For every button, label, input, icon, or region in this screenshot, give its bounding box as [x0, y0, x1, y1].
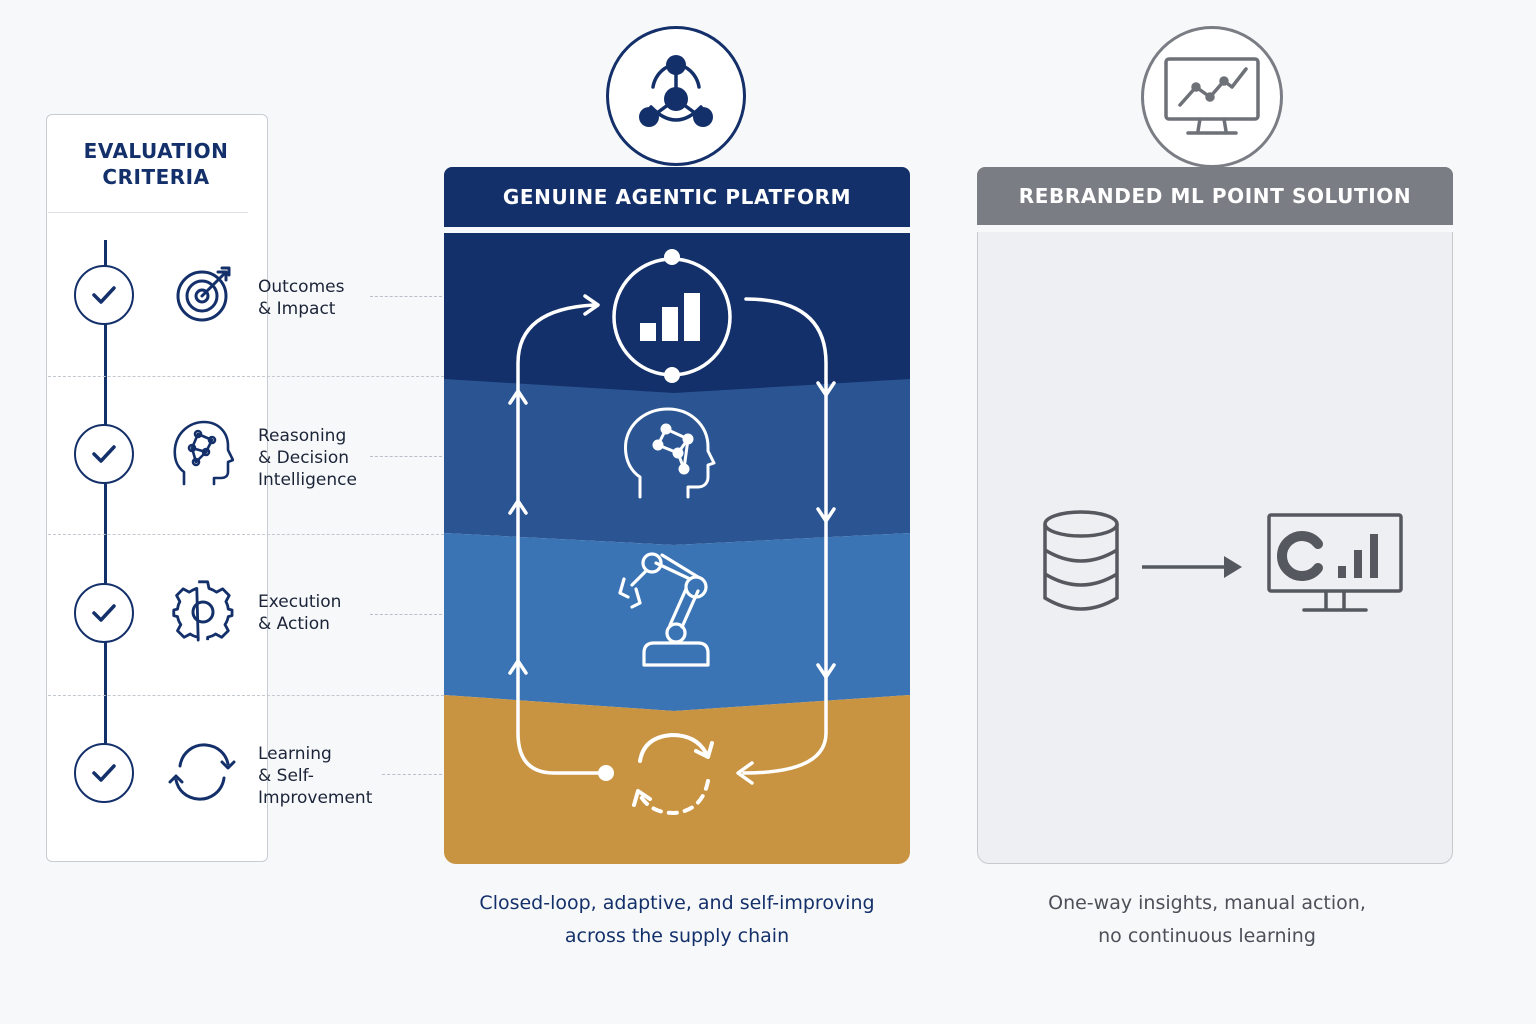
- gear-icon: [170, 579, 234, 643]
- leader-line: [370, 614, 442, 615]
- criteria-panel: [46, 114, 268, 862]
- check-icon: [74, 583, 134, 643]
- row-divider: [48, 534, 444, 535]
- monitor-line-chart-icon: [1141, 26, 1283, 168]
- cycle-icon: [632, 733, 714, 815]
- agent-network-icon: [606, 26, 746, 166]
- execution-layer: [444, 533, 910, 711]
- timeline-line: [104, 240, 107, 770]
- criteria-label-execution: Execution & Action: [258, 592, 342, 634]
- check-icon: [74, 265, 134, 325]
- loop-arrow-up: [516, 303, 608, 775]
- robot-arm-icon: [618, 552, 710, 667]
- dashboard-monitor-icon: [1266, 512, 1404, 620]
- criteria-label-outcomes: Outcomes & Impact: [258, 277, 345, 319]
- outcomes-layer: [444, 233, 910, 379]
- check-icon: [74, 424, 134, 484]
- leader-line: [382, 774, 442, 775]
- loop-arrow-down: [742, 297, 828, 775]
- row-divider: [48, 695, 444, 696]
- criteria-label-reasoning: Reasoning & Decision Intelligence: [258, 426, 357, 490]
- ml-solution-header: REBRANDED ML POINT SOLUTION: [977, 167, 1453, 225]
- check-icon: [74, 743, 134, 803]
- bar-chart-icon: [612, 249, 732, 383]
- database-icon: [1040, 508, 1122, 618]
- target-icon: [172, 262, 236, 326]
- refresh-cycle-icon: [168, 740, 236, 804]
- reasoning-layer: [444, 379, 910, 545]
- learning-layer: [444, 695, 910, 864]
- criteria-title: EVALUATION CRITERIA: [83, 139, 229, 189]
- arrow-right-icon: [1140, 553, 1244, 585]
- agentic-caption: Closed-loop, adaptive, and self-improvin…: [479, 892, 875, 947]
- row-divider: [48, 376, 444, 377]
- brain-icon: [624, 407, 716, 499]
- agentic-platform-body: [444, 233, 910, 864]
- leader-line: [370, 456, 442, 457]
- criteria-label-learning: Learning & Self- Improvement: [258, 744, 373, 808]
- reasoning-layer-notch: [444, 379, 910, 393]
- leader-line: [370, 296, 442, 297]
- brain-network-icon: [170, 420, 235, 486]
- agentic-platform-header: GENUINE AGENTIC PLATFORM: [444, 167, 910, 227]
- criteria-title-divider: [48, 212, 248, 213]
- ml-caption: One-way insights, manual action, no cont…: [1048, 892, 1366, 947]
